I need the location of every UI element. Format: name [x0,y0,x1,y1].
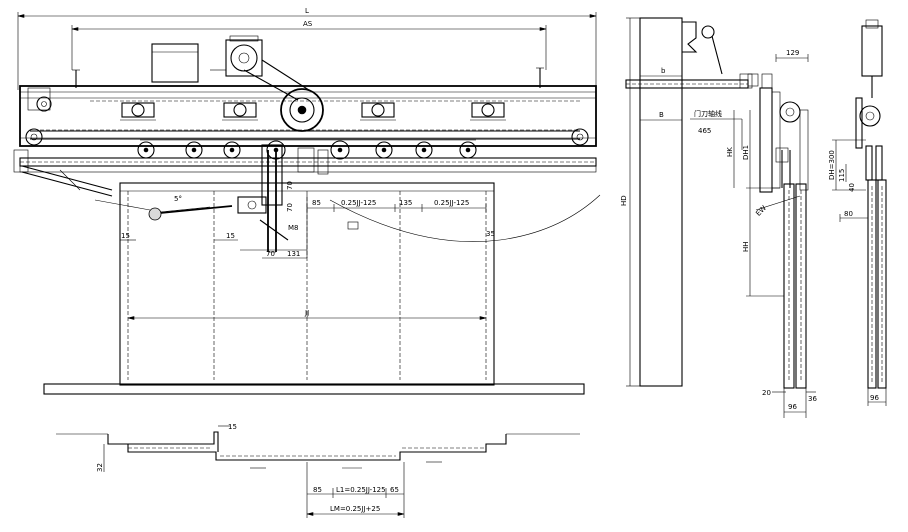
label-opening-width: JJ [304,309,309,317]
label-right-115: 115 [838,169,846,182]
label-panel-2: 0.25JJ-125 [434,199,469,207]
label-side-note: 门刀轴线 [694,109,722,118]
label-right-96: 96 [870,394,879,402]
hanger-left-2 [222,102,258,121]
label-side-ew: EW [754,204,768,218]
label-bottom-65: 65 [390,486,399,494]
label-bottom-l1: L1=0.25JJ-125 [336,486,386,494]
dimension-overall-width: L [17,7,597,90]
label-d-70v2: 70 [286,203,294,212]
label-angle: 5° [174,195,182,203]
end-view: DH=300 115 40 80 96 [828,19,887,406]
rollers [137,139,477,160]
label-bolt: M8 [288,224,299,232]
label-side-b-small: b [661,67,666,75]
label-offset-15-mid: 15 [226,232,235,240]
dimension-sill-span: AS [71,20,547,70]
side-view: HD b B 门刀轴线 465 HK DH1 HH [620,17,817,418]
hanger-right [360,102,396,121]
label-side-465: 465 [698,127,711,135]
control-box [151,43,199,83]
label-d-131: 131 [287,250,300,258]
label-side-129: 129 [786,49,799,57]
label-side-height: HD [620,195,628,206]
label-side-36: 36 [808,395,817,403]
label-offset-35: 35 [486,230,495,238]
label-gap-85: 85 [312,199,321,207]
label-right-80: 80 [844,210,853,218]
label-right-dh: DH=300 [828,150,836,180]
label-d-70: 70 [266,250,275,258]
label-bottom-lm: LM=0.25JJ+25 [330,505,380,513]
label-bottom-85: 85 [313,486,322,494]
label-side-96: 96 [788,403,797,411]
front-view: L AS [13,7,601,395]
label-offset-15-left: 15 [121,232,130,240]
label-d-70v: 70 [286,181,294,190]
label-right-40: 40 [848,183,856,192]
label-gap-135: 135 [399,199,412,207]
label-side-dh1: DH1 [742,145,750,160]
label-side-hh: HH [742,241,750,252]
drive-pulley [280,88,324,132]
label-sill-span: AS [303,20,313,28]
label-bottom-15: 15 [228,423,237,431]
label-side-20: 20 [762,389,771,397]
header-beam [19,85,597,147]
label-bottom-32: 32 [96,463,104,472]
label-side-hk: HK [726,147,734,157]
label-overall-width: L [305,7,309,15]
label-side-B: B [659,111,664,119]
hanger-right-2 [470,102,506,121]
plan-view: 15 32 85 L1=0.25JJ-125 65 LM=0.25JJ+25 [56,423,580,518]
hanger-left [120,102,156,121]
motor [210,35,263,77]
label-panel-1: 0.25JJ-125 [341,199,376,207]
